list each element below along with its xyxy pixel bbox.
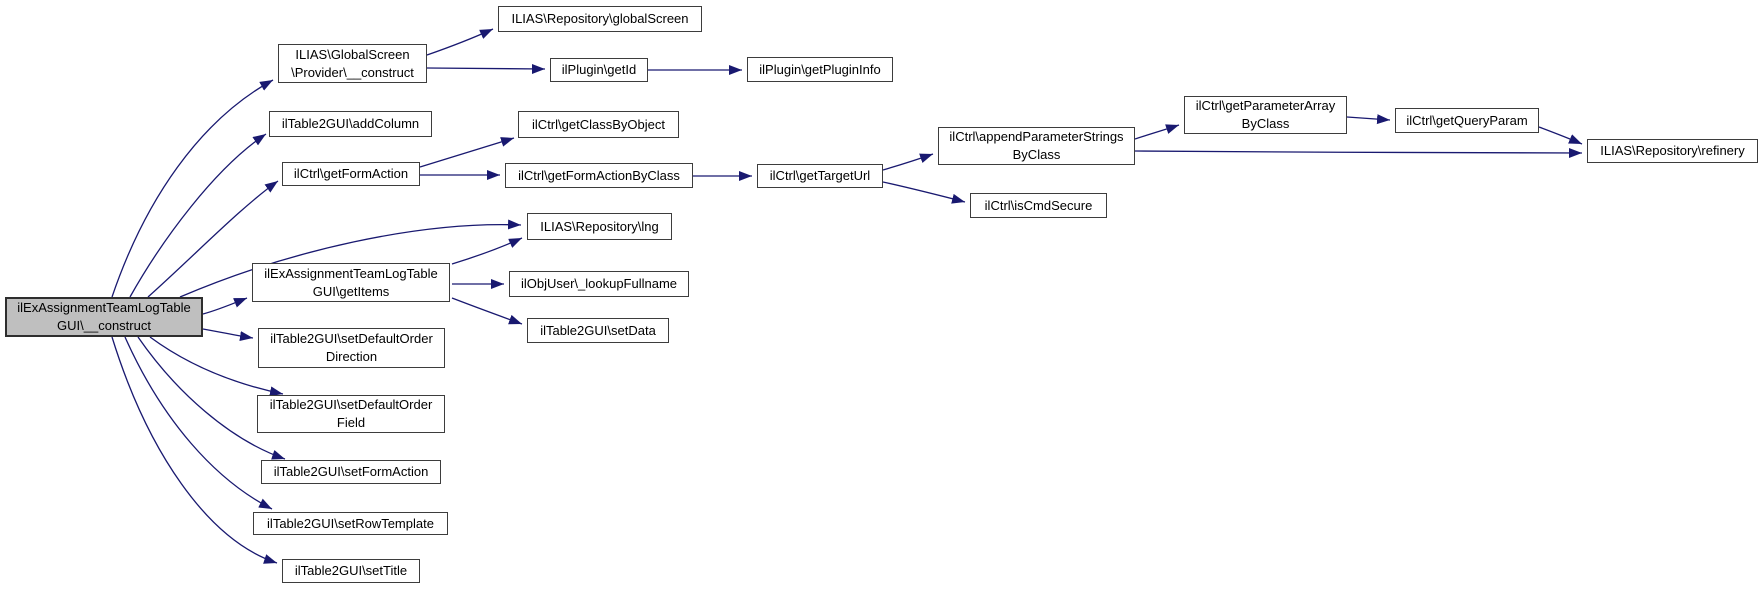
edge-gettargeturl-to-appendparameterstrings: [882, 153, 934, 171]
node-provider-construct[interactable]: ILIAS\GlobalScreen \Provider\__construct: [278, 44, 427, 83]
node-iscmdsecure[interactable]: ilCtrl\isCmdSecure: [970, 193, 1107, 218]
node-repository-refinery[interactable]: ILIAS\Repository\refinery: [1587, 139, 1758, 163]
edge-construct-to-settitle: [111, 336, 278, 564]
node-ilplugin-getid[interactable]: ilPlugin\getId: [550, 58, 648, 82]
edge-construct-to-provider-construct: [111, 79, 274, 298]
edge-provider-construct-to-ilplugin-getid: [426, 63, 546, 74]
edge-getitems-to-repository-lng: [451, 237, 523, 265]
node-settitle[interactable]: ilTable2GUI\setTitle: [282, 559, 420, 583]
edge-construct-to-setdefaultorderfield: [149, 336, 284, 397]
node-appendparameterstrings[interactable]: ilCtrl\appendParameterStrings ByClass: [938, 127, 1135, 165]
node-getformactionbyclass[interactable]: ilCtrl\getFormActionByClass: [505, 163, 693, 188]
edge-appendparameterstrings-to-repository-refinery: [1134, 147, 1583, 158]
edge-getformaction-to-getclassbyobject: [419, 137, 515, 168]
edge-appendparameterstrings-to-getparameterarray: [1134, 124, 1180, 140]
node-repository-globalscreen[interactable]: ILIAS\Repository\globalScreen: [498, 6, 702, 32]
node-lookupfullname[interactable]: ilObjUser\_lookupFullname: [509, 271, 689, 297]
node-getparameterarray[interactable]: ilCtrl\getParameterArray ByClass: [1184, 96, 1347, 134]
edge-construct-to-setformaction: [137, 336, 286, 460]
node-repository-lng[interactable]: ILIAS\Repository\lng: [527, 213, 672, 240]
node-addcolumn[interactable]: ilTable2GUI\addColumn: [269, 111, 432, 137]
edge-construct-to-repository-lng: [179, 219, 522, 298]
node-ilplugin-getplugininfo[interactable]: ilPlugin\getPluginInfo: [747, 57, 893, 82]
node-getitems[interactable]: ilExAssignmentTeamLogTable GUI\getItems: [252, 263, 450, 302]
edge-construct-to-getformaction: [147, 180, 279, 298]
edge-construct-to-setdefaultorderdirection: [202, 328, 254, 342]
node-getclassbyobject[interactable]: ilCtrl\getClassByObject: [518, 111, 679, 138]
node-setdefaultorderfield[interactable]: ilTable2GUI\setDefaultOrder Field: [257, 395, 445, 433]
edge-getitems-to-setdata: [451, 297, 523, 325]
edge-getparameterarray-to-getqueryparam: [1346, 114, 1391, 125]
node-setdefaultorderdirection[interactable]: ilTable2GUI\setDefaultOrder Direction: [258, 328, 445, 368]
node-getformaction[interactable]: ilCtrl\getFormAction: [282, 162, 420, 186]
node-construct: ilExAssignmentTeamLogTable GUI\__constru…: [5, 297, 203, 337]
node-setrowtemplate[interactable]: ilTable2GUI\setRowTemplate: [253, 512, 448, 535]
edge-construct-to-setrowtemplate: [124, 336, 273, 510]
node-setdata[interactable]: ilTable2GUI\setData: [527, 318, 669, 343]
edge-construct-to-addcolumn: [129, 133, 267, 298]
edge-getqueryparam-to-repository-refinery: [1538, 126, 1583, 145]
node-gettargeturl[interactable]: ilCtrl\getTargetUrl: [757, 164, 883, 188]
edge-gettargeturl-to-iscmdsecure: [882, 181, 966, 204]
edge-provider-construct-to-repository-globalscreen: [426, 28, 494, 56]
edge-construct-to-getitems: [202, 297, 248, 315]
node-getqueryparam[interactable]: ilCtrl\getQueryParam: [1395, 108, 1539, 133]
node-setformaction[interactable]: ilTable2GUI\setFormAction: [261, 460, 441, 484]
